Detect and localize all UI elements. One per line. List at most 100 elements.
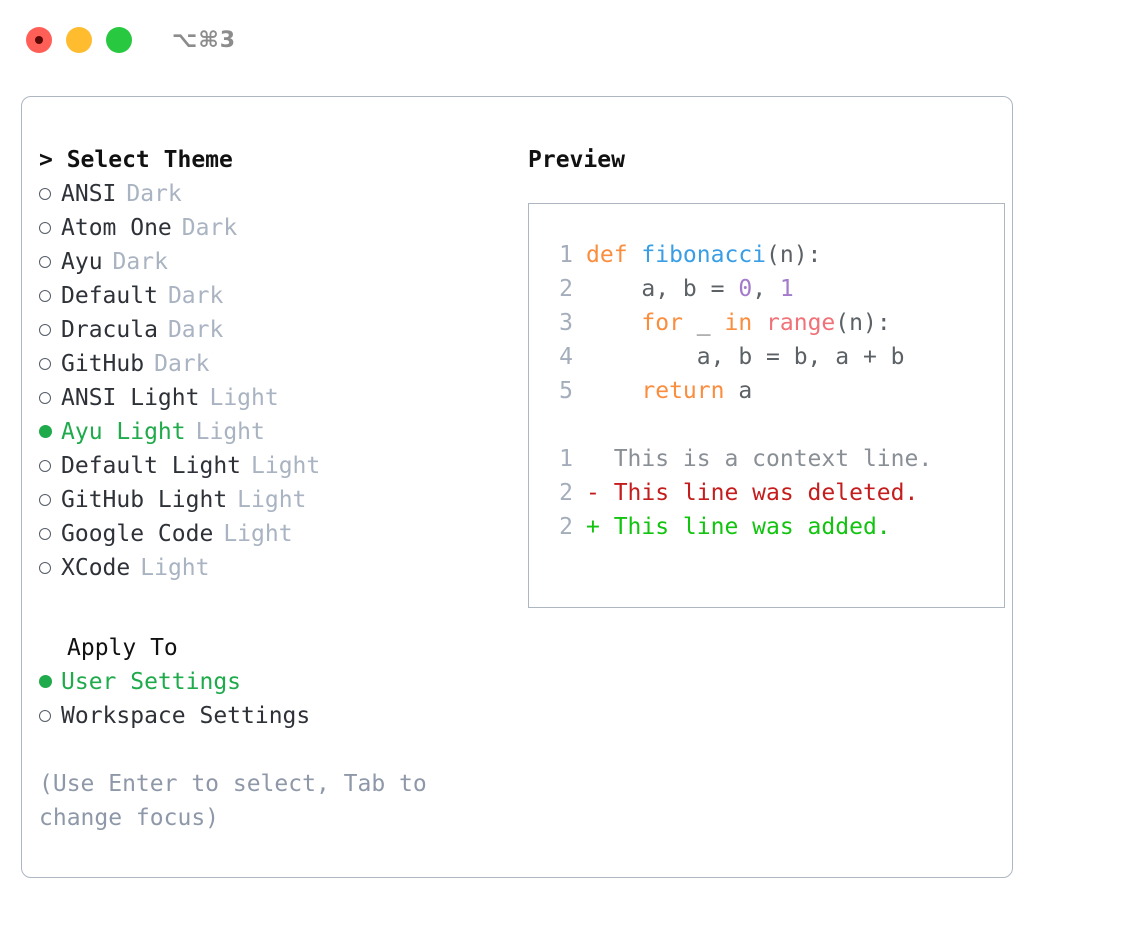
option-label: ANSI Light xyxy=(61,385,200,411)
option-label: Workspace Settings xyxy=(61,703,311,729)
token-kw: for xyxy=(641,310,683,336)
option-variant-badge: Light xyxy=(209,385,279,411)
token-txt: a, b = b, a + b xyxy=(586,344,905,370)
token-txt: (n): xyxy=(766,242,822,268)
code-text: a, b = b, a + b xyxy=(586,340,905,374)
line-number: 1 xyxy=(559,242,573,268)
token-txt: _ xyxy=(682,310,725,336)
radio-unselected-icon xyxy=(39,324,61,336)
option-label: Ayu xyxy=(61,249,103,275)
theme-option-xcode[interactable]: XCode Light xyxy=(39,551,505,585)
apply-to-header: Apply To xyxy=(67,635,178,661)
radio-selected-icon xyxy=(39,425,61,438)
option-label: Dracula xyxy=(61,317,158,343)
apply-option-workspace-settings[interactable]: Workspace Settings xyxy=(39,699,505,733)
diff-line-del: 2- This line was deleted. xyxy=(547,476,1004,510)
preview-title: Preview xyxy=(528,147,625,173)
code-text: for _ in range(n): xyxy=(586,306,891,340)
code-line: 3 for _ in range(n): xyxy=(547,306,1004,340)
token-txt xyxy=(586,310,641,336)
token-kw: return xyxy=(641,378,725,404)
radio-unselected-icon xyxy=(39,460,61,472)
close-button[interactable] xyxy=(26,27,52,53)
option-variant-badge: Light xyxy=(251,453,321,479)
token-num: 0 xyxy=(738,276,753,302)
token-fn: fibonacci xyxy=(641,242,767,268)
radio-unselected-icon xyxy=(39,562,61,574)
line-number: 4 xyxy=(559,344,573,370)
theme-option-ansi-light[interactable]: ANSI Light Light xyxy=(39,381,505,415)
option-variant-badge: Light xyxy=(140,555,210,581)
option-variant-badge: Light xyxy=(237,487,307,513)
line-number: 2 xyxy=(559,276,573,302)
title-bar: ⌥⌘3 xyxy=(0,0,1140,80)
diff-line-add: 2 + This line was added. xyxy=(547,510,1004,544)
option-variant-badge: Light xyxy=(195,419,265,445)
token-txt: a xyxy=(724,378,753,404)
line-number: 2 xyxy=(559,480,573,506)
keyboard-hint-text: (Use Enter to select, Tab to change focu… xyxy=(39,771,427,831)
code-text: def fibonacci(n): xyxy=(586,238,821,272)
option-label: Atom One xyxy=(61,215,172,241)
option-label: Default xyxy=(61,283,158,309)
radio-unselected-icon xyxy=(39,256,61,268)
theme-option-atom-one[interactable]: Atom One Dark xyxy=(39,211,505,245)
radio-unselected-icon xyxy=(39,528,61,540)
token-kw: def xyxy=(586,242,642,268)
option-variant-badge: Dark xyxy=(126,181,182,207)
minimize-button[interactable] xyxy=(66,27,92,53)
radio-unselected-icon xyxy=(39,358,61,370)
theme-option-ansi[interactable]: ANSI Dark xyxy=(39,177,505,211)
token-num: 1 xyxy=(779,276,794,302)
theme-option-ayu[interactable]: Ayu Dark xyxy=(39,245,505,279)
option-label: GitHub Light xyxy=(61,487,228,513)
option-label: ANSI xyxy=(61,181,117,207)
radio-unselected-icon xyxy=(39,222,61,234)
option-variant-badge: Dark xyxy=(112,249,168,275)
option-label: XCode xyxy=(61,555,131,581)
option-variant-badge: Dark xyxy=(181,215,238,241)
token-txt: (n): xyxy=(835,310,891,336)
diff-sample: 1 This is a context line.2- This line wa… xyxy=(547,442,1004,544)
code-text: a, b = 0, 1 xyxy=(586,272,794,306)
diff-line-ctx: 1 This is a context line. xyxy=(547,442,1004,476)
maximize-button[interactable] xyxy=(106,27,132,53)
code-line: 5 return a xyxy=(547,374,1004,408)
option-label: Ayu Light xyxy=(61,419,186,445)
theme-option-github-light[interactable]: GitHub Light Light xyxy=(39,483,505,517)
token-txt: , xyxy=(752,276,780,302)
recording-indicator-icon xyxy=(35,36,43,44)
line-number: 5 xyxy=(559,378,573,404)
radio-unselected-icon xyxy=(39,392,61,404)
token-txt: a, b = xyxy=(586,276,739,302)
radio-selected-icon xyxy=(39,675,61,688)
code-line: 4 a, b = b, a + b xyxy=(547,340,1004,374)
apply-option-user-settings[interactable]: User Settings xyxy=(39,665,505,699)
token-kw: in xyxy=(724,310,753,336)
option-label: Google Code xyxy=(61,521,214,547)
diff-text: This is a context line. xyxy=(586,446,933,472)
token-txt xyxy=(586,378,641,404)
code-text: return a xyxy=(586,374,752,408)
line-number: 2 xyxy=(559,514,573,540)
diff-text: + This line was added. xyxy=(586,514,891,540)
select-theme-header: > Select Theme xyxy=(39,147,233,173)
option-label: User Settings xyxy=(61,669,242,695)
theme-option-ayu-light[interactable]: Ayu Light Light xyxy=(39,415,505,449)
theme-option-dracula[interactable]: Dracula Dark xyxy=(39,313,505,347)
line-number: 1 xyxy=(559,446,573,472)
token-txt xyxy=(752,310,766,336)
option-variant-badge: Dark xyxy=(167,317,224,343)
code-line: 1 def fibonacci(n): xyxy=(547,238,1004,272)
